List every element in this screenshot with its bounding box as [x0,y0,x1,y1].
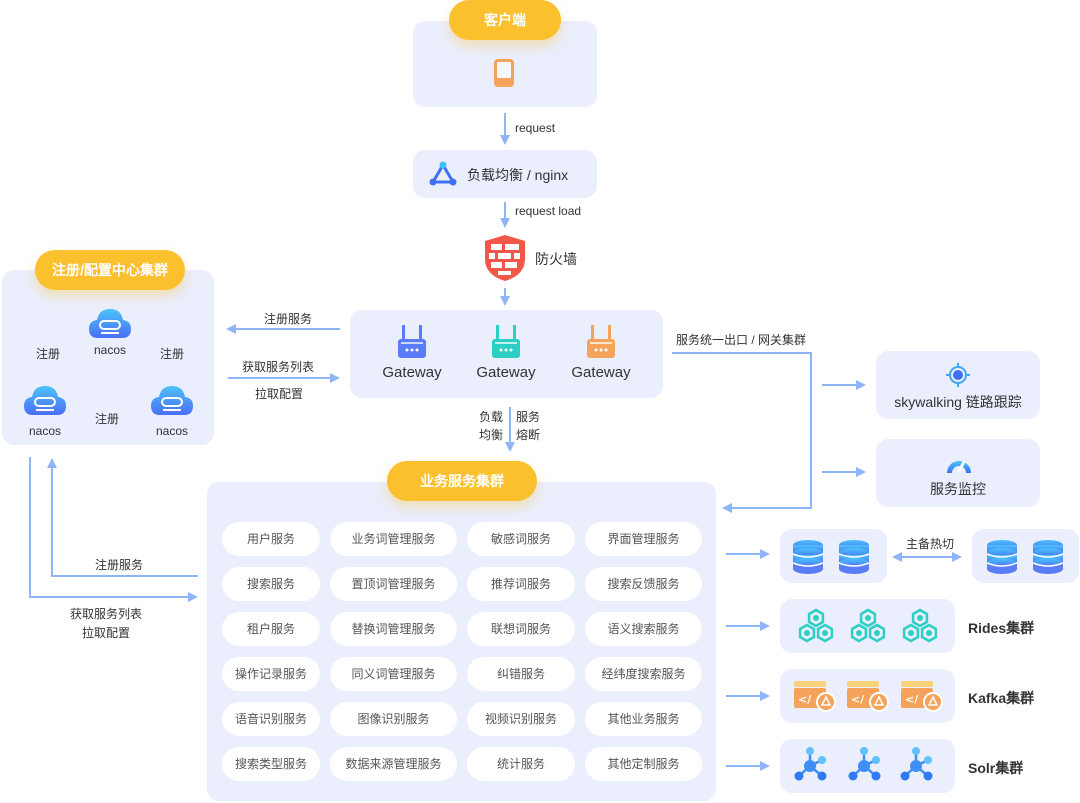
database-icon [792,539,824,580]
arrow-business-register [47,458,198,577]
solr-node-icon [848,746,884,789]
svg-text:</: </ [851,693,865,706]
service-item[interactable]: 语义搜索服务 [585,612,702,646]
gateway-exit-label: 服务统一出口 / 网关集群 [676,333,807,347]
arrow-gateway-exit [672,352,812,513]
service-item[interactable]: 业务词管理服务 [330,522,457,556]
client-title: 客户端 [449,0,561,40]
nacos-label: nacos [155,424,189,438]
business-title: 业务服务集群 [387,461,537,501]
registry-edge-label-left: 注册 [36,347,61,361]
gateway-pull-label: 拉取配置 [255,387,304,401]
gateway-label: Gateway [476,364,536,381]
service-item[interactable]: 推荐词服务 [467,567,575,601]
router-icon [587,325,615,358]
load-balancer-panel[interactable] [413,150,597,198]
lb-label-1: 负载 [479,410,504,424]
lb-label-2: 均衡 [479,428,504,442]
service-item[interactable]: 联想词服务 [467,612,575,646]
nacos-label: nacos [28,424,62,438]
circuit-label-1: 服务 [516,410,541,424]
db-failover-label: 主备热切 [906,537,955,551]
solr-node-icon [900,746,936,789]
business-register-label: 注册服务 [95,558,144,572]
kafka-node-icon: </ [847,681,889,718]
business-pull-label: 拉取配置 [82,626,131,640]
svg-text:</: </ [905,693,919,706]
redis-node-icon [902,608,938,649]
router-icon [492,325,520,358]
load-balancer-icon [429,161,457,192]
gateway-label: Gateway [571,364,631,381]
redis-label: Rides集群 [968,620,1035,636]
nacos-node-left[interactable]: nacos [23,383,67,438]
service-item[interactable]: 其他定制服务 [585,747,702,781]
circuit-label-2: 熔断 [516,428,541,442]
service-item[interactable]: 其他业务服务 [585,702,702,736]
svg-text:</: </ [798,693,812,706]
service-item[interactable]: 租户服务 [222,612,320,646]
database-icon [986,539,1018,580]
kafka-label: Kafka集群 [968,690,1035,706]
service-item[interactable]: 同义词管理服务 [330,657,457,691]
redis-node-icon [850,608,886,649]
firewall-label: 防火墙 [535,251,577,267]
service-item[interactable]: 敏感词服务 [467,522,575,556]
nacos-label: nacos [93,343,127,357]
cloud-server-icon [24,386,66,415]
service-item[interactable]: 经纬度搜索服务 [585,657,702,691]
service-item[interactable]: 图像识别服务 [330,702,457,736]
service-item[interactable]: 搜索类型服务 [222,747,320,781]
arrow-business-fetch [29,457,198,602]
business-fetch-label: 获取服务列表 [70,607,143,621]
request-label: request [515,121,556,135]
solr-node-icon [794,746,830,789]
service-item[interactable]: 数据来源管理服务 [330,747,457,781]
mobile-phone-icon [493,58,515,93]
database-icon [838,539,870,580]
service-item[interactable]: 置顶词管理服务 [330,567,457,601]
service-item[interactable]: 统计服务 [467,747,575,781]
gateway-fetch-label: 获取服务列表 [242,360,315,374]
redis-node-icon [798,608,834,649]
service-item[interactable]: 搜索服务 [222,567,320,601]
monitor-label: 服务监控 [930,481,986,497]
gauge-icon [944,449,974,480]
database-icon [1032,539,1064,580]
firewall-icon [483,233,527,288]
registry-title: 注册/配置中心集群 [35,250,185,290]
load-balancer-label: 负载均衡 / nginx [467,167,569,183]
service-item[interactable]: 替换词管理服务 [330,612,457,646]
cloud-server-icon [151,386,193,415]
service-item[interactable]: 视频识别服务 [467,702,575,736]
registry-edge-label-right: 注册 [160,347,185,361]
service-item[interactable]: 搜索反馈服务 [585,567,702,601]
gateway-label: Gateway [382,364,442,381]
target-icon [946,363,970,392]
nacos-node-right[interactable]: nacos [150,383,194,438]
kafka-node-icon: </ [901,681,943,718]
nacos-node-top[interactable]: nacos [88,306,132,357]
skywalking-label: skywalking 链路跟踪 [894,394,1022,410]
gateway-register-label: 注册服务 [264,312,313,326]
service-item[interactable]: 用户服务 [222,522,320,556]
solr-label: Solr集群 [968,760,1024,776]
request-load-label: request load [515,204,582,218]
service-item[interactable]: 操作记录服务 [222,657,320,691]
service-item[interactable]: 纠错服务 [467,657,575,691]
registry-panel [2,270,214,445]
registry-edge-label-bottom: 注册 [95,412,120,426]
cloud-server-icon [89,309,131,338]
service-item[interactable]: 语音识别服务 [222,702,320,736]
kafka-node-icon: </ [794,681,836,718]
router-icon [398,325,426,358]
service-item[interactable]: 界面管理服务 [585,522,702,556]
